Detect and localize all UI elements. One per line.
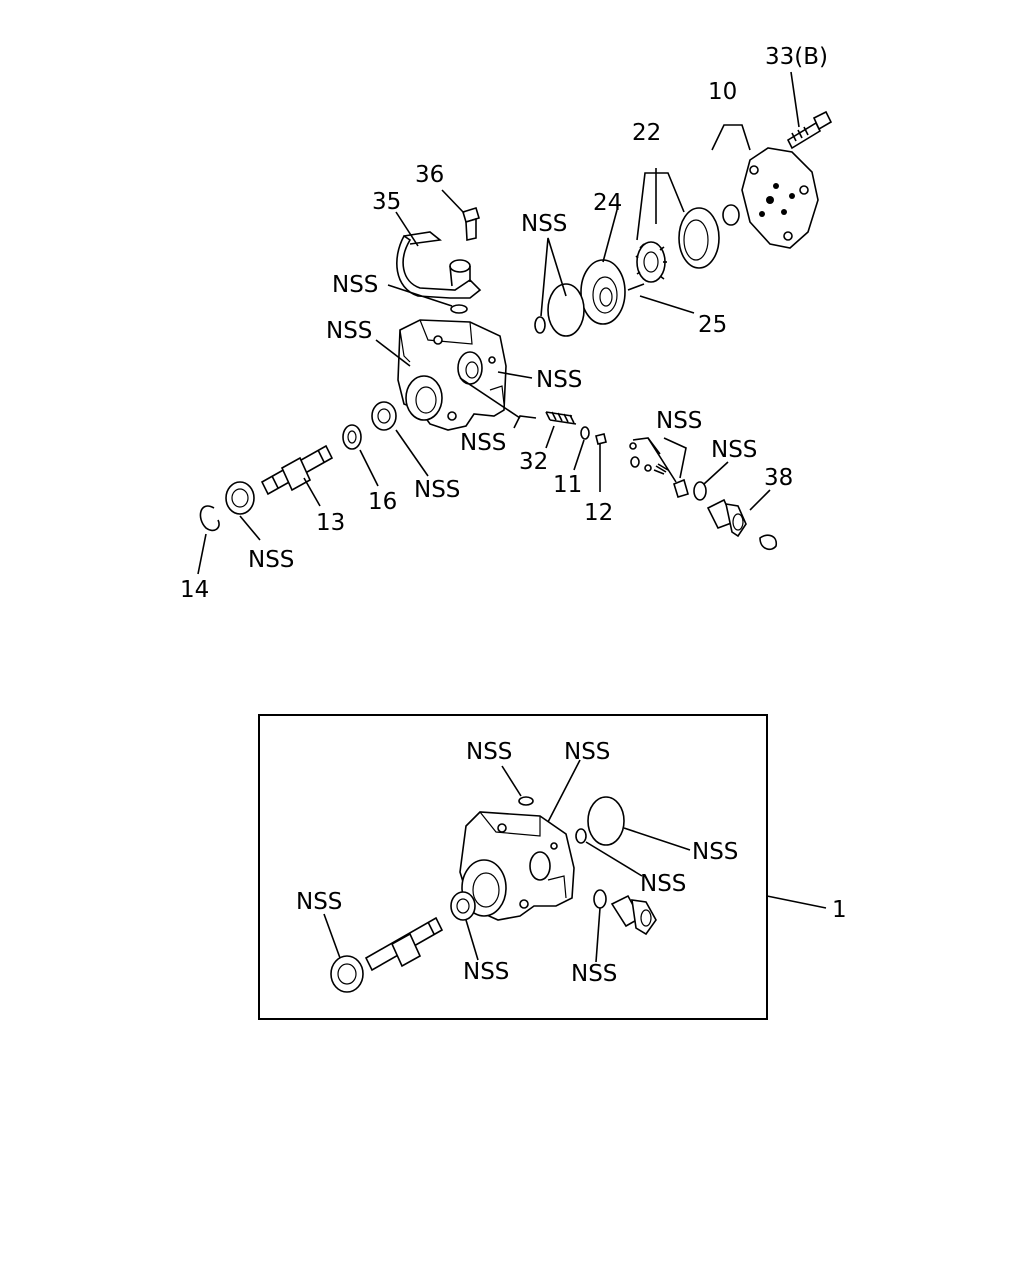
plug-12-part — [595, 433, 607, 445]
assembly-callout-nss-seal: NSS — [463, 959, 509, 985]
callout-36: 36 — [415, 162, 444, 188]
callout-35: 35 — [372, 189, 401, 215]
assembly-frame — [258, 714, 768, 1020]
callout-14: 14 — [180, 577, 209, 603]
callout-nss-valve-group: NSS — [656, 408, 702, 434]
exploded-view: 33(B) 10 22 24 36 35 NSS NSS NSS NSS 25 … — [180, 44, 833, 603]
bolt-33b-part — [786, 110, 833, 150]
callout-33b: 33(B) — [765, 44, 828, 70]
pin-25-part — [627, 283, 645, 291]
assembly-small-o-ring-part — [575, 828, 587, 844]
callout-nss-orings: NSS — [521, 211, 567, 237]
assembly-large-o-ring-part — [587, 796, 625, 846]
rear-cover-part — [722, 147, 819, 249]
oil-seal-part — [371, 401, 397, 431]
callout-nss-pipe-oring: NSS — [332, 272, 378, 298]
shaft-13-part — [260, 444, 334, 496]
o-rings-part — [534, 283, 585, 337]
assembly-shaft-part — [364, 916, 444, 972]
callout-nss-body-left: NSS — [326, 318, 372, 344]
connector-38-part — [706, 498, 778, 551]
callout-25: 25 — [698, 312, 727, 338]
callout-13: 13 — [316, 510, 345, 536]
pressure-plate-part — [580, 259, 626, 325]
o-ring-11-part — [580, 426, 590, 440]
assembly-callout-1: 1 — [832, 897, 847, 923]
assembly-callout-nss-valve-oring: NSS — [571, 961, 617, 987]
spring-32-part — [545, 411, 577, 425]
callout-nss-body-bottom: NSS — [460, 430, 506, 456]
assembly-callout-nss-large-oring: NSS — [692, 839, 738, 865]
callout-16: 16 — [368, 489, 397, 515]
bearing-part — [225, 481, 255, 515]
rotor-part — [635, 241, 667, 283]
callout-nss-bearing: NSS — [248, 547, 294, 573]
callout-38: 38 — [764, 465, 793, 491]
pump-body-part — [397, 319, 507, 431]
assembled-body-part — [459, 811, 575, 921]
callout-nss-body-right: NSS — [536, 367, 582, 393]
assembly-top-o-ring-part — [518, 796, 534, 806]
assembly-callout-nss-bearing: NSS — [296, 889, 342, 915]
pipe-o-ring-part — [450, 304, 468, 314]
snap-ring-14-part — [199, 505, 220, 532]
callout-nss-valve-oring: NSS — [711, 437, 757, 463]
shim-16-part — [342, 424, 362, 450]
assembly-connector-part — [593, 889, 657, 936]
callout-11: 11 — [553, 472, 582, 498]
bolt-36-part — [462, 206, 480, 241]
assembly-box: NSS NSS NSS NSS NSS NSS NSS 1 — [258, 714, 847, 1020]
callout-12: 12 — [584, 500, 613, 526]
callout-nss-seal: NSS — [414, 477, 460, 503]
assembly-callout-nss-top-oring: NSS — [466, 739, 512, 765]
callout-10: 10 — [708, 79, 737, 105]
valve-group-part — [629, 442, 689, 498]
callout-22: 22 — [632, 120, 661, 146]
cam-ring-part — [678, 207, 720, 269]
assembly-oil-seal-part — [450, 891, 476, 921]
valve-o-ring-part — [693, 481, 707, 501]
callout-24: 24 — [593, 190, 622, 216]
assembly-callout-nss-housing: NSS — [564, 739, 610, 765]
assembly-callout-nss-small-oring: NSS — [640, 871, 686, 897]
assembly-bearing-part — [330, 955, 364, 993]
suction-pipe-part — [396, 231, 482, 299]
callout-32: 32 — [519, 449, 548, 475]
